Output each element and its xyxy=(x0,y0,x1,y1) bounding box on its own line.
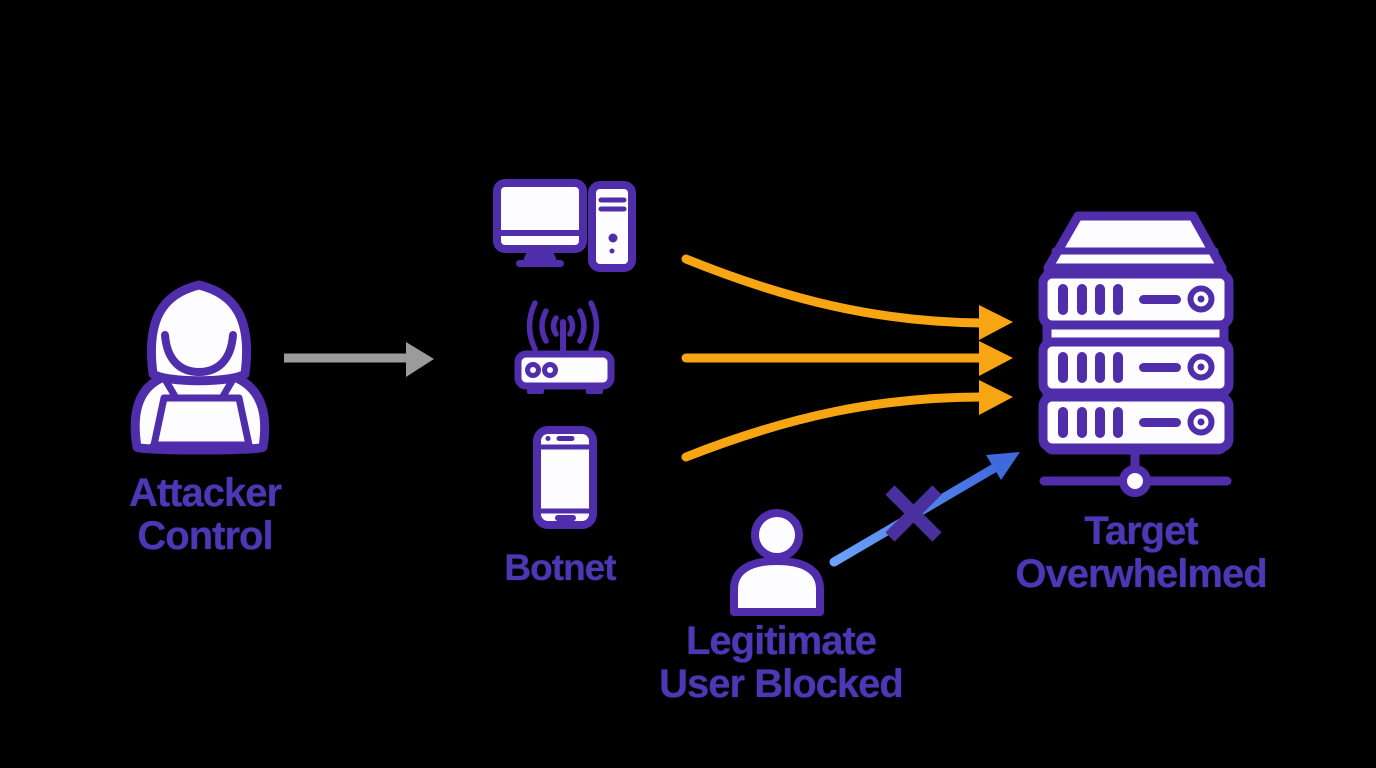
legitimate-user-blocked-label: Legitimate User Blocked xyxy=(659,619,904,706)
block-x-icon xyxy=(885,485,942,542)
target-label-line2: Overwhelmed xyxy=(1015,552,1267,596)
person-icon xyxy=(730,509,824,616)
control-arrow-icon xyxy=(284,342,434,377)
server-stack-icon xyxy=(1038,211,1234,497)
attacker-label-line2: Control xyxy=(137,514,273,558)
smartphone-icon xyxy=(533,426,597,529)
target-overwhelmed-label: Target Overwhelmed xyxy=(1015,509,1267,596)
attacker-control-label: Attacker Control xyxy=(128,471,282,558)
attack-arrow-icon xyxy=(681,254,1013,462)
botnet-label: Botnet xyxy=(504,546,616,589)
legitimate-label-line2: User Blocked xyxy=(659,662,904,706)
legitimate-label-line1: Legitimate xyxy=(685,619,877,663)
attacker-label-line1: Attacker xyxy=(128,471,282,515)
botnet-label-line1: Botnet xyxy=(504,547,616,588)
desktop-computer-icon xyxy=(493,179,636,272)
wifi-router-icon xyxy=(514,300,615,394)
target-label-line1: Target xyxy=(1084,509,1198,553)
hacker-icon xyxy=(130,280,270,455)
